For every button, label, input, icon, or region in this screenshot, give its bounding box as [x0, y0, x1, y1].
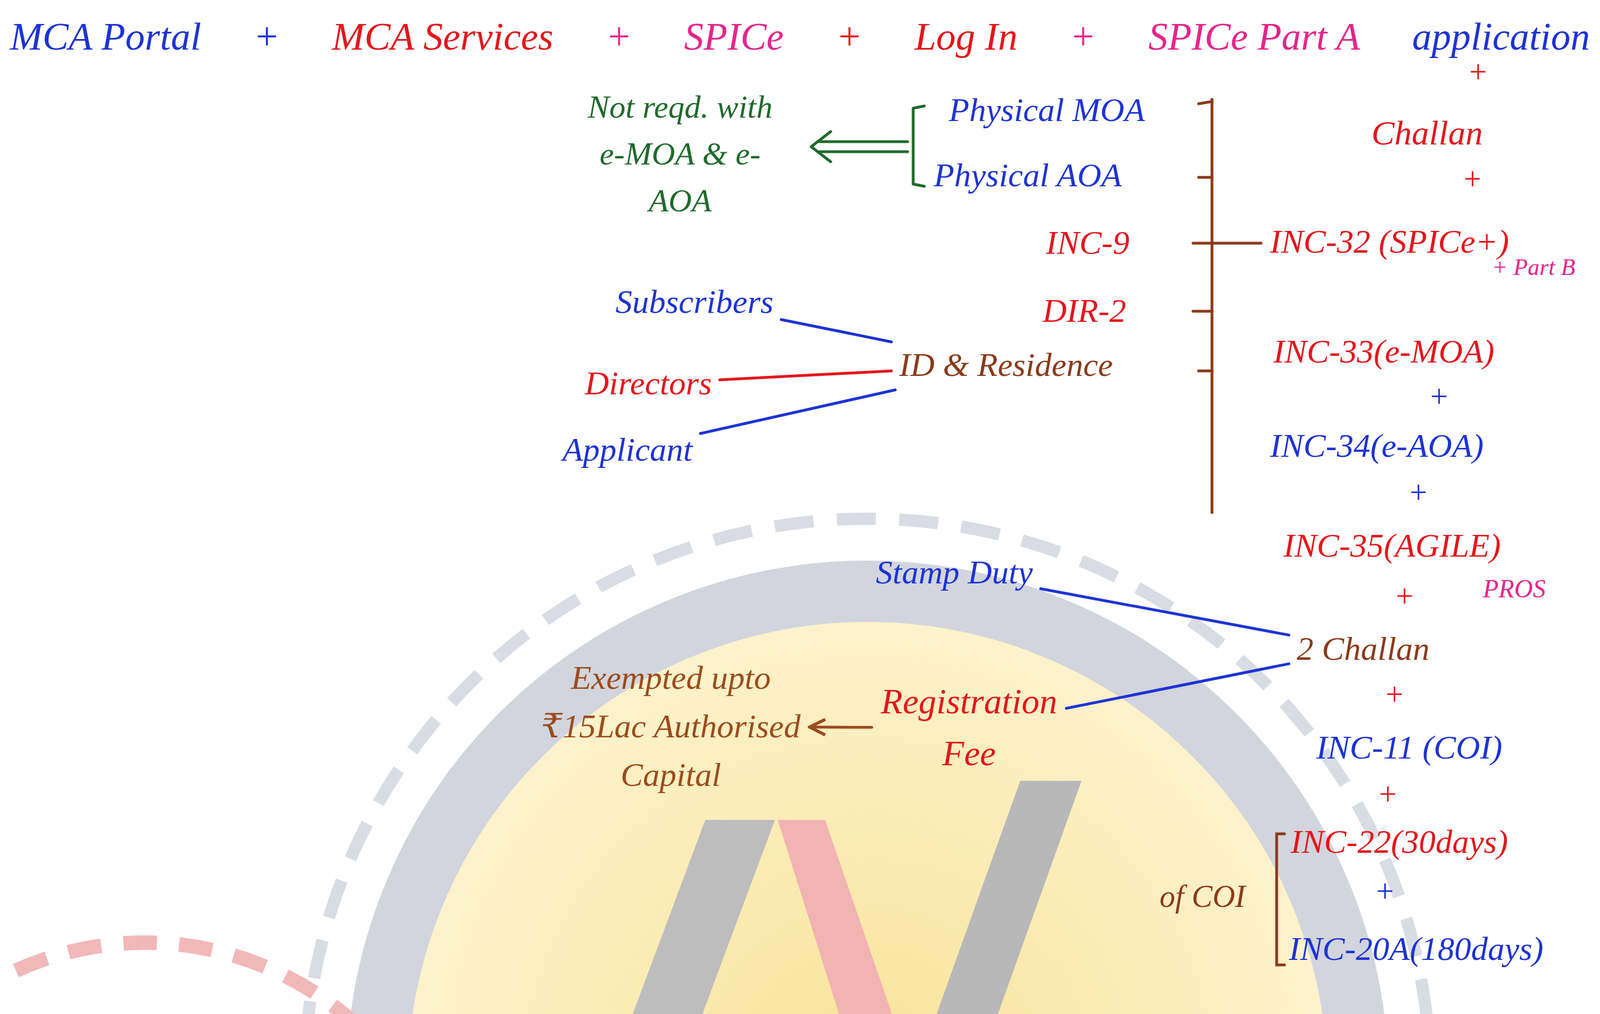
connector-line	[809, 725, 872, 729]
step-label: Not reqd. with e-MOA & e-AOA	[579, 83, 781, 225]
bracket-tick	[1193, 309, 1212, 313]
step-label: INC-33(e-MOA)	[1273, 332, 1495, 371]
plus-step: +	[1467, 54, 1489, 90]
step-label: INC-11 (COI)	[1316, 728, 1503, 767]
connector-line	[1066, 663, 1289, 709]
connector-line	[719, 370, 892, 380]
step-label: INC-34(e-AOA)	[1269, 426, 1484, 465]
plus-step: + Part B	[1491, 253, 1576, 281]
connector-line	[781, 319, 892, 342]
title-segment: +	[605, 14, 632, 60]
bracket-tick	[1198, 176, 1212, 179]
text-node: Applicant	[559, 429, 696, 470]
plus-step: +	[1383, 676, 1405, 712]
step-label: Physical AOA	[933, 156, 1122, 195]
title-segment: +	[836, 14, 863, 60]
step-label: INC-35(AGILE)	[1283, 526, 1501, 565]
handwritten-text: Subscribers	[615, 282, 774, 322]
watermark-letter	[936, 780, 1082, 1014]
watermark-dashed-ring	[0, 942, 458, 1014]
handwritten-text: Directors	[584, 364, 712, 403]
step-label: INC-32 (SPICe+)	[1269, 222, 1510, 261]
title-segment: +	[253, 14, 280, 60]
step-label: PROS	[1482, 574, 1546, 604]
moa-aoa-bracket	[913, 105, 925, 187]
plus-step: +	[1393, 578, 1415, 614]
handwritten-text: 2 Challan	[1296, 629, 1430, 668]
handwritten-text: Stamp Duty	[875, 553, 1034, 592]
step-label: INC-22(30days)	[1290, 822, 1509, 861]
title-segment: MCA Portal	[10, 14, 202, 60]
plus-step: +	[1407, 474, 1429, 511]
title-segment: SPICe Part A	[1148, 14, 1361, 60]
title-row: MCA Portal + MCA Services + SPICe + Log In + SPI…	[10, 14, 1590, 60]
double-arrow	[811, 131, 908, 162]
plus-step: +	[1428, 378, 1450, 415]
step-label: Challan	[1371, 113, 1483, 153]
text-node: 2 Challan	[1293, 628, 1433, 669]
connector-line	[700, 389, 896, 434]
step-label: of COI	[1159, 878, 1246, 914]
handwritten-text: ID & Residence	[899, 345, 1113, 385]
plus-step: +	[1461, 161, 1483, 197]
step-label: DIR-2	[1042, 291, 1127, 331]
title-segment: application	[1412, 14, 1590, 60]
coi-bracket	[1276, 833, 1285, 965]
step-label: INC-9	[1045, 223, 1130, 263]
bracket-link	[1211, 241, 1262, 245]
bracket-tick	[1198, 101, 1212, 104]
text-node: Subscribers	[612, 281, 777, 323]
list-bracket	[1210, 99, 1214, 513]
title-segment: MCA Services	[331, 14, 554, 60]
title-segment: Log In	[914, 14, 1018, 60]
handwritten-text: Registration Fee	[879, 675, 1059, 780]
text-node: Exempted upto ₹15Lac Authorised Capital	[536, 652, 806, 800]
title-segment: +	[1069, 14, 1097, 60]
text-node: Registration Fee	[876, 674, 1063, 781]
handwritten-text: Exempted upto ₹15Lac Authorised Capital	[539, 653, 802, 799]
plus-step: +	[1377, 776, 1399, 812]
text-node: Stamp Duty	[872, 551, 1037, 593]
watermark-letter	[632, 819, 775, 1014]
handwritten-text: Applicant	[562, 430, 693, 469]
watermark-disc	[376, 590, 1359, 1014]
bracket-tick	[1198, 369, 1212, 373]
watermark-letter	[777, 819, 892, 1014]
text-node: ID & Residence	[895, 344, 1117, 386]
step-label: Physical MOA	[948, 90, 1146, 130]
connector-line	[1040, 588, 1289, 635]
watermark-dashed-ring	[304, 518, 1431, 1014]
plus-step: +	[1374, 873, 1396, 909]
bracket-tick	[1193, 241, 1212, 245]
step-label: INC-20A(180days)	[1288, 929, 1544, 968]
title-segment: SPICe	[684, 14, 784, 60]
text-node: Directors	[581, 362, 716, 404]
